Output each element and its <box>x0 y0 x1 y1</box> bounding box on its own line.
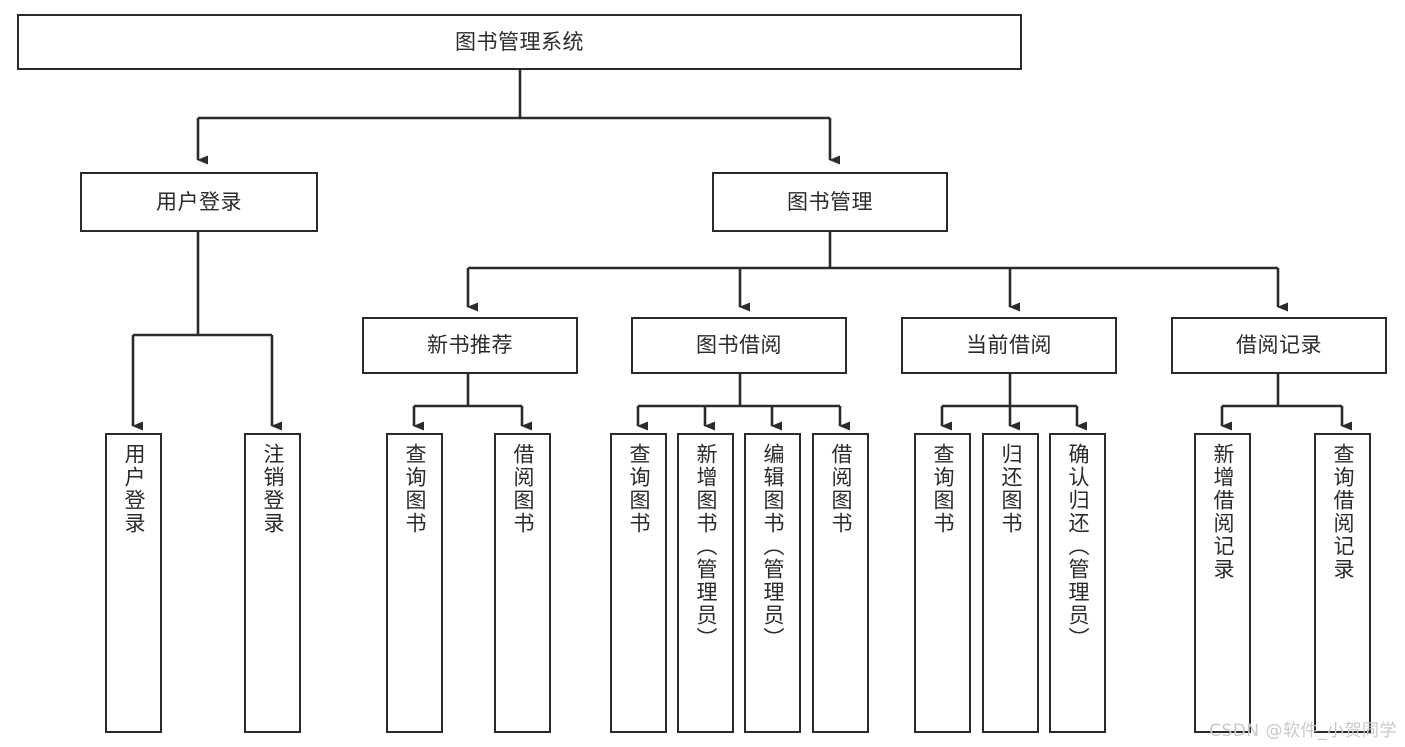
leaf-borrow-record-query-label: 查询借阅记录 <box>1331 443 1355 581</box>
node-current-borrow[interactable]: 当前借阅 <box>901 317 1117 374</box>
leaf-new-book-borrow[interactable]: 借阅图书 <box>494 433 551 733</box>
leaf-current-borrow-confirm-label: 确认归还（管理员） <box>1066 443 1090 650</box>
node-current-borrow-label: 当前借阅 <box>966 333 1052 358</box>
leaf-current-borrow-confirm[interactable]: 确认归还（管理员） <box>1049 433 1106 733</box>
leaf-current-borrow-return-label: 归还图书 <box>999 443 1023 535</box>
leaf-new-book-query[interactable]: 查询图书 <box>386 433 443 733</box>
leaf-user-login-login-label: 用户登录 <box>122 443 146 535</box>
leaf-borrow-record-query[interactable]: 查询借阅记录 <box>1314 433 1371 733</box>
node-user-login[interactable]: 用户登录 <box>80 172 318 232</box>
leaf-book-borrow-borrow-label: 借阅图书 <box>829 443 853 535</box>
node-book-management-label: 图书管理 <box>787 189 873 214</box>
node-book-borrow-label: 图书借阅 <box>696 333 782 358</box>
node-new-book-recommend[interactable]: 新书推荐 <box>362 317 578 374</box>
leaf-new-book-query-label: 查询图书 <box>403 443 427 535</box>
node-user-login-label: 用户登录 <box>156 189 242 214</box>
node-book-management[interactable]: 图书管理 <box>712 172 948 232</box>
leaf-user-login-logout[interactable]: 注销登录 <box>244 433 301 733</box>
leaf-book-borrow-add[interactable]: 新增图书（管理员） <box>677 433 734 733</box>
node-borrow-record-label: 借阅记录 <box>1236 333 1322 358</box>
node-root[interactable]: 图书管理系统 <box>17 14 1022 70</box>
node-root-label: 图书管理系统 <box>455 29 584 54</box>
leaf-user-login-logout-label: 注销登录 <box>261 443 285 535</box>
leaf-current-borrow-query-label: 查询图书 <box>931 443 955 535</box>
leaf-current-borrow-query[interactable]: 查询图书 <box>914 433 971 733</box>
leaf-book-borrow-add-label: 新增图书（管理员） <box>694 443 718 650</box>
leaf-book-borrow-edit[interactable]: 编辑图书（管理员） <box>744 433 801 733</box>
leaf-borrow-record-add-label: 新增借阅记录 <box>1211 443 1235 581</box>
leaf-book-borrow-query-label: 查询图书 <box>627 443 651 535</box>
node-book-borrow[interactable]: 图书借阅 <box>631 317 847 374</box>
node-new-book-recommend-label: 新书推荐 <box>427 333 513 358</box>
leaf-book-borrow-borrow[interactable]: 借阅图书 <box>812 433 869 733</box>
leaf-borrow-record-add[interactable]: 新增借阅记录 <box>1194 433 1251 733</box>
node-borrow-record[interactable]: 借阅记录 <box>1171 317 1387 374</box>
leaf-user-login-login[interactable]: 用户登录 <box>105 433 162 733</box>
leaf-book-borrow-edit-label: 编辑图书（管理员） <box>761 443 785 650</box>
leaf-new-book-borrow-label: 借阅图书 <box>511 443 535 535</box>
leaf-current-borrow-return[interactable]: 归还图书 <box>982 433 1039 733</box>
watermark: CSDN @软件_小贺同学 <box>1209 721 1397 741</box>
leaf-book-borrow-query[interactable]: 查询图书 <box>610 433 667 733</box>
